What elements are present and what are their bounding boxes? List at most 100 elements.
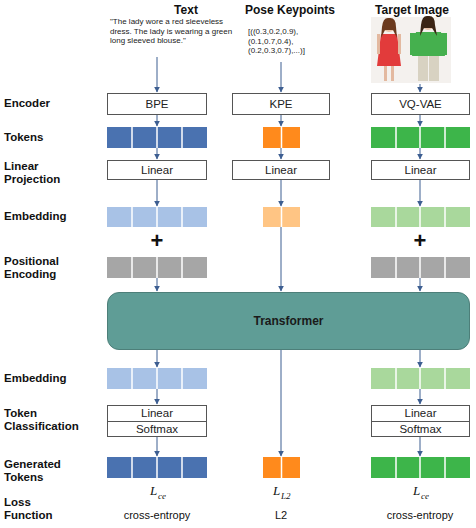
node-text: Linear <box>108 406 206 422</box>
target-photo <box>398 34 401 54</box>
flow-arrow <box>157 437 158 456</box>
target-photo <box>377 34 380 54</box>
linear-box: Linear <box>232 160 330 180</box>
segment-divider <box>419 207 421 227</box>
segment-divider <box>395 207 397 227</box>
target-photo <box>371 17 451 83</box>
target-photo <box>441 33 447 55</box>
flow-arrow <box>281 148 282 159</box>
flow-arrow <box>157 57 420 456</box>
target-photo <box>371 16 451 83</box>
embedding-bar <box>107 368 207 389</box>
segment-divider <box>156 127 158 148</box>
positional-bar <box>371 257 470 278</box>
node-text: Linear <box>233 161 329 179</box>
node-text: Linear <box>372 406 469 422</box>
target-photo <box>381 18 397 38</box>
encoder-box: BPE <box>107 93 207 115</box>
segment-divider <box>419 257 421 278</box>
target-photo <box>412 32 445 56</box>
flow-arrow <box>281 115 282 126</box>
token-bar <box>263 127 300 148</box>
flow-arrow <box>420 350 421 367</box>
node-text: Linear <box>108 161 206 179</box>
loss-subscript: L2 <box>281 491 295 501</box>
segment-divider <box>395 127 397 148</box>
segment-divider <box>131 457 133 478</box>
encoder-box: VQ-VAE <box>371 93 470 115</box>
segment-divider <box>131 207 133 227</box>
flow-arrow <box>420 389 421 404</box>
segment-divider <box>156 257 158 278</box>
flow-arrow <box>420 84 421 92</box>
segment-divider <box>444 457 446 478</box>
loss-subscript: ce <box>158 491 172 501</box>
flow-arrow <box>157 115 158 126</box>
transformer-block: Transformer <box>107 292 470 350</box>
flow-arrow <box>281 350 282 456</box>
sample-keypoints: [((0.3,0.2,0.9), (0.1,0.7,0.4), (0.2,0.3… <box>248 27 336 56</box>
positional-bar <box>107 257 470 278</box>
segment-divider <box>419 457 421 478</box>
node-text: Transformer <box>108 293 469 349</box>
target-photo <box>410 33 416 55</box>
row-label: Token Classification <box>4 407 96 433</box>
target-photo <box>429 54 439 81</box>
node-text: Softmax <box>372 422 469 437</box>
flow-arrow <box>157 278 158 291</box>
flow-arrow <box>157 57 158 92</box>
loss-name: cross-entropy <box>107 509 207 522</box>
classifier-box: LinearSoftmax <box>107 405 207 437</box>
token-bar <box>371 127 470 148</box>
flow-arrow <box>157 350 158 367</box>
target-photo <box>420 16 437 36</box>
flow-arrow <box>420 115 421 126</box>
plus-sign: + <box>408 230 432 252</box>
row-label: Loss Function <box>4 496 59 522</box>
segment-divider <box>419 368 421 389</box>
node-text: BPE <box>108 94 206 114</box>
segment-divider <box>156 207 158 227</box>
flow-arrow <box>157 180 158 206</box>
segment-divider <box>181 257 183 278</box>
linear-box: Linear <box>371 160 470 180</box>
linear-box: Linear <box>107 160 207 180</box>
embedding-bar <box>107 207 470 389</box>
flow-arrow <box>157 148 158 159</box>
segment-divider <box>444 257 446 278</box>
segment-divider <box>281 207 283 227</box>
token-bar <box>371 457 470 478</box>
segment-divider <box>444 127 446 148</box>
row-label: Embedding <box>4 372 96 385</box>
loss-subscript: ce <box>421 491 435 501</box>
flow-arrow <box>281 180 282 206</box>
flow-arrow <box>281 227 282 291</box>
node-text: KPE <box>233 94 329 114</box>
segment-divider <box>444 368 446 389</box>
flow-arrow <box>420 148 421 159</box>
row-label: Tokens <box>4 131 96 144</box>
row-label: Linear Projection <box>4 160 96 186</box>
segment-divider <box>395 457 397 478</box>
segment-divider <box>181 368 183 389</box>
segment-divider <box>131 257 133 278</box>
segment-divider <box>156 368 158 389</box>
node-text: VQ-VAE <box>372 94 469 114</box>
token-bar <box>107 127 470 478</box>
flow-arrow <box>420 180 421 206</box>
row-label: Encoder <box>4 97 96 110</box>
row-label: Embedding <box>4 210 96 223</box>
token-bar <box>107 127 207 148</box>
segment-divider <box>444 207 446 227</box>
embedding-bar <box>107 207 207 227</box>
embedding-bar <box>263 207 300 227</box>
plus-sign: + <box>145 230 169 252</box>
loss-name: cross-entropy <box>370 509 470 522</box>
flow-arrow <box>281 62 282 92</box>
target-photo <box>391 64 394 81</box>
segment-divider <box>181 457 183 478</box>
segment-divider <box>281 457 283 478</box>
row-label: Positional Encoding <box>4 255 96 281</box>
segment-divider <box>131 127 133 148</box>
